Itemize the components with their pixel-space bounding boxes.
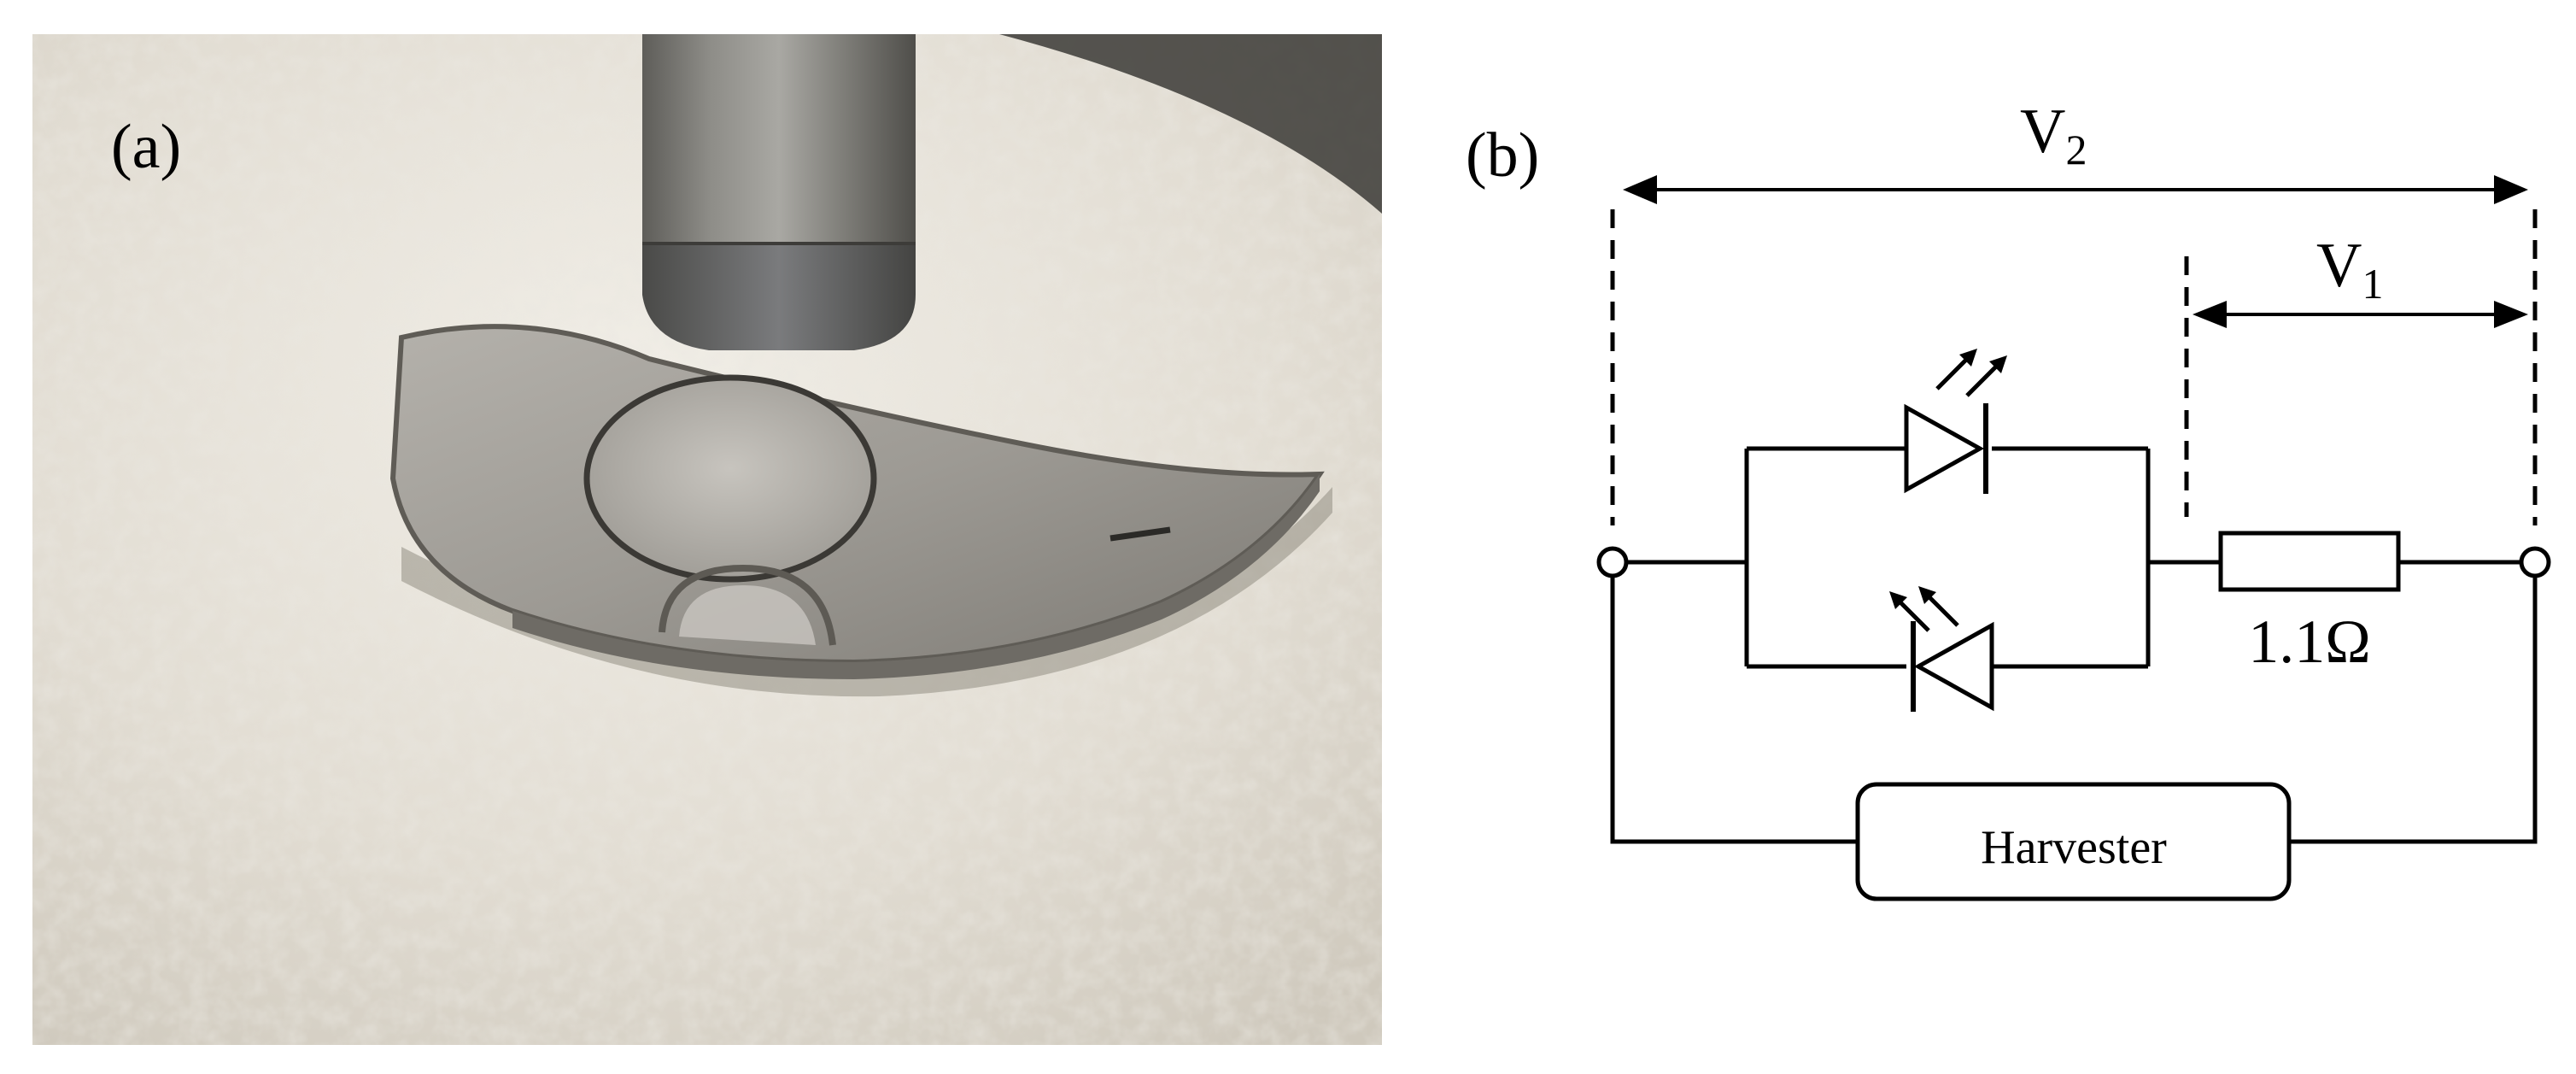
resistor [2218,531,2401,592]
led-reverse-emission-arrows [1889,586,1959,632]
v2-arrowhead-left [1623,175,1657,204]
dark-background-corner [999,34,1382,214]
panel-a-label: (a) [111,112,181,182]
plate-slot [1109,526,1171,542]
rod-tip [642,244,916,350]
v1-subscript: 1 [2362,260,2383,308]
v1-arrowhead-left [2193,301,2227,328]
v1-label: V1 [2316,231,2383,308]
v1-measurement: V1 [2193,231,2528,328]
right-terminal [2519,546,2551,578]
led-forward-emission-arrows [1935,349,2007,397]
v1-letter: V [2316,231,2362,301]
harvester-label: Harvester [1981,821,2167,874]
circuit-wires [1610,446,2538,844]
left-terminal [1596,546,1629,578]
half-ring-inner [679,585,816,645]
led-reverse-triangle [1913,621,1994,712]
v2-measurement: V2 [1623,97,2528,204]
panel-a-photo [32,34,1382,1045]
half-ring [659,564,836,646]
v2-subscript: 2 [2065,126,2087,173]
panel-b-circuit: (b) V2 V1 [1466,97,2551,901]
led-forward [1904,349,2007,494]
v2-label: V2 [2020,97,2087,173]
v2-letter: V [2020,97,2065,167]
v2-arrowhead-right [2494,175,2528,204]
metal-rod [642,34,916,244]
resistor-value: 1.1Ω [2248,607,2371,676]
led-forward-triangle [1904,403,1985,494]
plate-edge [512,474,1320,679]
led-reverse [1889,586,1994,712]
panel-b-label: (b) [1466,120,1539,191]
circular-disc [583,374,877,583]
harvester-box [1855,782,2292,901]
v1-arrowhead-right [2494,301,2528,328]
